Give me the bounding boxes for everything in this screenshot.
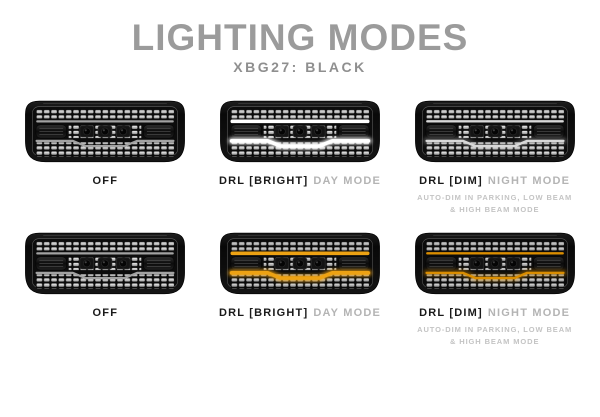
mode-label: DRL [DIM] NIGHT MODE — [419, 176, 570, 187]
mode-label-light: NIGHT MODE — [487, 175, 571, 187]
mode-label-strong: DRL [BRIGHT] — [218, 307, 309, 320]
mode-label: DRL [BRIGHT] DAY MODE — [219, 176, 381, 187]
mode-label-strong: OFF — [92, 175, 119, 187]
truck-grille-illustration — [216, 99, 384, 166]
page-title: LIGHTING MODES — [131, 17, 469, 58]
grille-card-white-bright: DRL [BRIGHT] DAY MODE — [203, 99, 398, 215]
truck-grille-illustration — [411, 231, 579, 298]
mode-label: OFF — [93, 308, 119, 319]
grille-card-off-bottom: OFF — [8, 231, 203, 347]
mode-label-light: DAY MODE — [313, 175, 382, 187]
grille-image — [216, 231, 384, 298]
mode-label-strong: DRL [DIM] — [419, 175, 483, 187]
grille-card-amber-bright: DRL [BRIGHT] DAY MODE — [203, 231, 398, 347]
grille-card-amber-dim: DRL [DIM] NIGHT MODE AUTO-DIM IN PARKING,… — [397, 231, 592, 347]
truck-grille-illustration — [411, 99, 579, 166]
grille-image — [21, 231, 189, 298]
grille-card-off-top: OFF — [8, 99, 203, 215]
grille-image — [411, 99, 579, 166]
grille-card-white-dim: DRL [DIM] NIGHT MODE AUTO-DIM IN PARKING,… — [397, 99, 592, 215]
product-code-subtitle: XBG27: BLACK — [233, 59, 367, 75]
truck-grille-illustration — [21, 99, 189, 166]
truck-grille-illustration — [21, 231, 189, 298]
truck-grille-illustration — [216, 231, 384, 298]
mode-label-strong: DRL [DIM] — [419, 307, 483, 320]
grille-image — [21, 99, 189, 166]
mode-label-light: DAY MODE — [313, 307, 382, 320]
header: LIGHTING MODES XBG27: BLACK — [0, 0, 600, 75]
mode-label: DRL [BRIGHT] DAY MODE — [219, 308, 381, 319]
modes-grid: OFF DRL [BRIGHT] DAY MODE DRL [DIM] NIGHT … — [0, 99, 600, 348]
grille-image — [411, 231, 579, 298]
grille-image — [216, 99, 384, 166]
mode-label-strong: OFF — [92, 307, 119, 320]
mode-label: OFF — [93, 176, 119, 187]
mode-label-strong: DRL [BRIGHT] — [218, 175, 309, 187]
mode-label-light: NIGHT MODE — [487, 307, 571, 320]
mode-label: DRL [DIM] NIGHT MODE — [419, 308, 570, 319]
mode-caption: AUTO-DIM IN PARKING, LOW BEAM & HIGH BEA… — [417, 325, 573, 346]
mode-caption: AUTO-DIM IN PARKING, LOW BEAM & HIGH BEA… — [417, 193, 573, 214]
